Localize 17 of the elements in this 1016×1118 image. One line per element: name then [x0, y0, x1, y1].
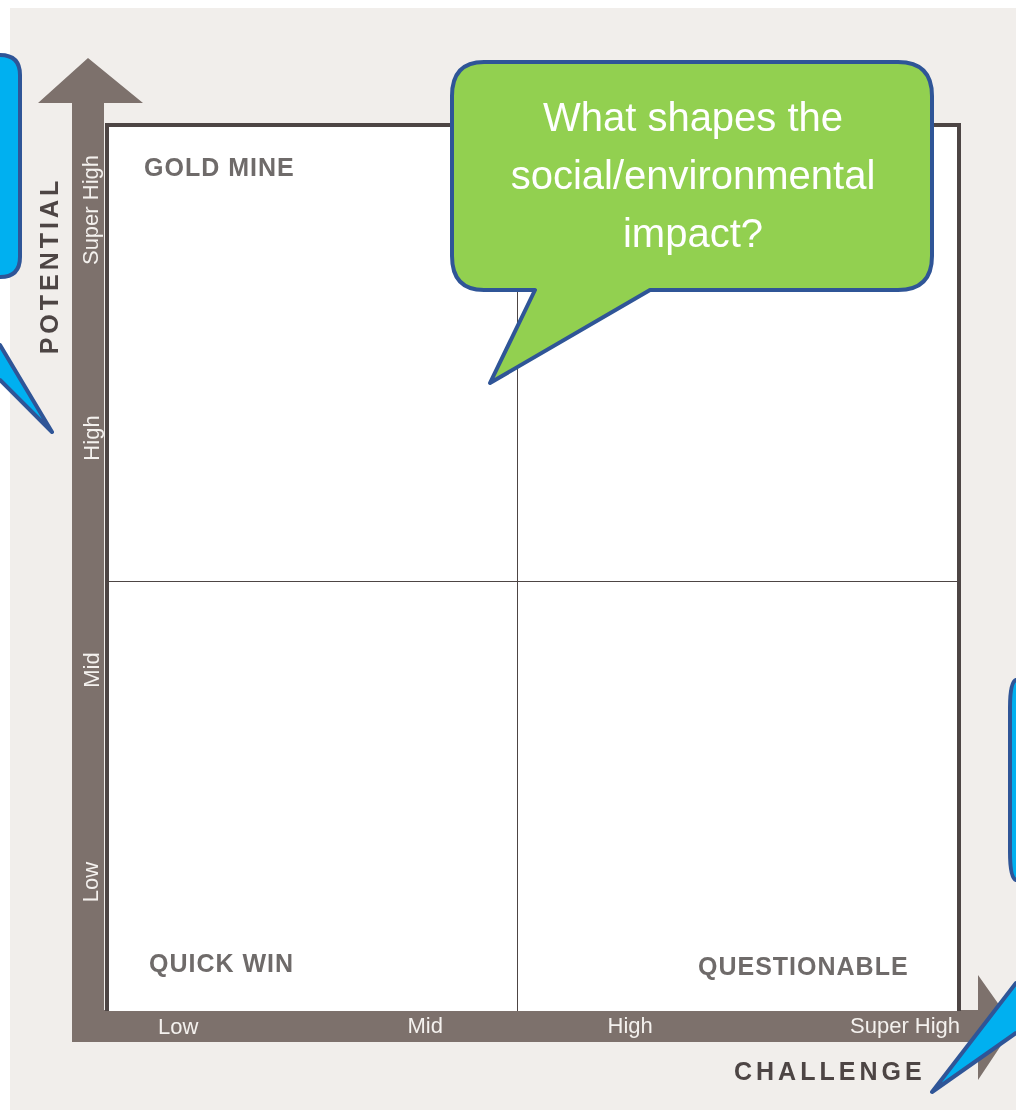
matrix-quadrant	[517, 581, 961, 1011]
tick-label: High	[607, 1013, 653, 1039]
tick-label: Mid	[407, 1013, 443, 1039]
quadrant-label: QUESTIONABLE	[698, 952, 909, 981]
axis-title: POTENTIAL	[35, 176, 65, 354]
quadrant-label: QUICK WIN	[149, 949, 295, 978]
tick-label: Low	[158, 1014, 199, 1040]
bubble-text: What shapes the social/environmental impact?	[509, 94, 877, 257]
quadrant-label: GOLD MINE	[144, 153, 295, 182]
tick-label: Super High	[850, 1013, 961, 1039]
matrix-quadrant	[105, 581, 518, 1011]
tick-label: High	[78, 415, 105, 461]
tick-label: Super High	[78, 154, 105, 266]
axis-title: CHALLENGE	[734, 1056, 926, 1086]
tick-label: Mid	[78, 652, 105, 688]
tick-label: Low	[78, 861, 105, 903]
speech-bubble-tooltip	[450, 60, 936, 386]
